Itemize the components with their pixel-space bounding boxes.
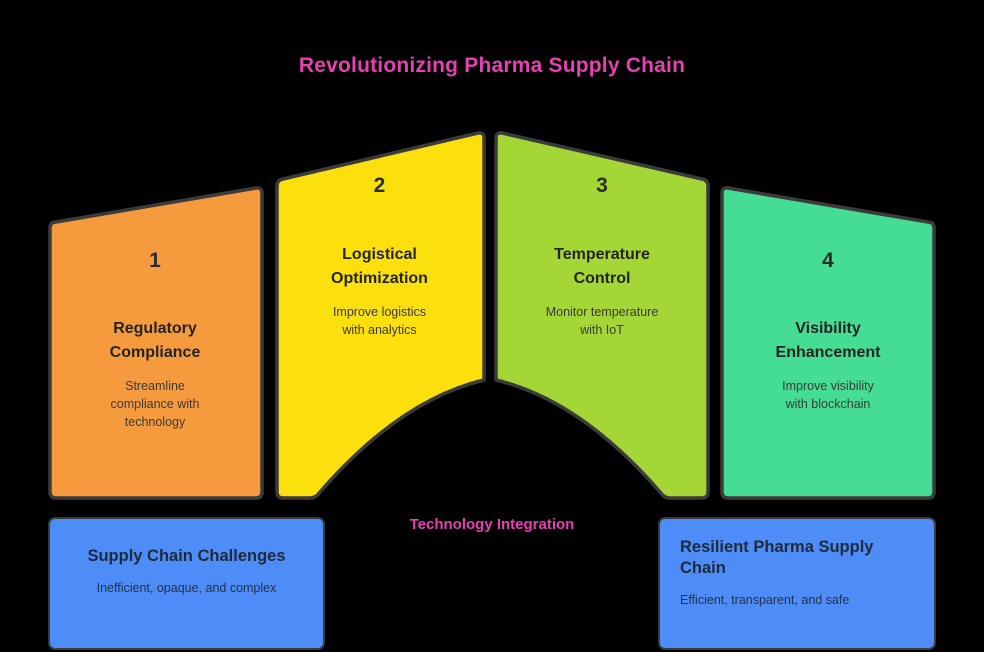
arch-segment-3[interactable] xyxy=(494,131,710,500)
resilient-card-title-line2: Chain xyxy=(680,559,726,578)
card-resilient-pharma-supply-chain[interactable]: Resilient Pharma Supply Chain Efficient,… xyxy=(658,517,936,650)
page-title: Revolutionizing Pharma Supply Chain xyxy=(298,54,686,77)
resilient-card-title: Resilient Pharma Supply Chain xyxy=(680,537,914,579)
challenges-card-title-line1: Supply Chain Challenges xyxy=(87,547,286,565)
arch-segment-4[interactable] xyxy=(720,186,936,500)
resilient-card-title-line1: Resilient Pharma Supply xyxy=(680,538,874,556)
arch-segment-2[interactable] xyxy=(275,131,486,500)
arch-segment-1[interactable] xyxy=(48,186,264,500)
challenges-card-title: Supply Chain Challenges xyxy=(70,546,303,567)
challenges-card-description: Inefficient, opaque, and complex xyxy=(96,581,277,596)
center-caption-label: Technology Integration xyxy=(409,516,575,533)
card-supply-chain-challenges[interactable]: Supply Chain Challenges Inefficient, opa… xyxy=(48,517,325,650)
resilient-card-description: Efficient, transparent, and safe xyxy=(680,593,850,608)
